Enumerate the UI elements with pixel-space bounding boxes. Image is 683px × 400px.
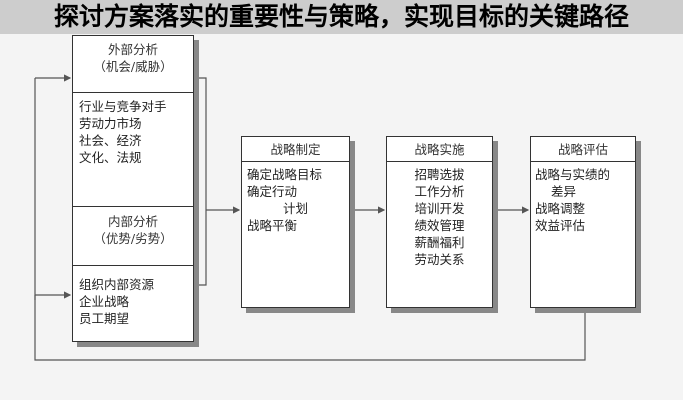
- external-internal-analysis-box: 外部分析 （机会/威胁） 行业与竞争对手 劳动力市场 社会、经济 文化、法规 内…: [72, 35, 194, 342]
- item: 战略平衡: [247, 218, 298, 233]
- item: 员工期望: [79, 311, 130, 326]
- formulation-items: 确定战略目标 确定行动 计划 战略平衡: [247, 166, 344, 234]
- implementation-items: 招聘选拔 工作分析 培训开发 绩效管理 薪酬福利 劳动关系: [387, 166, 492, 268]
- item: 战略调整: [535, 201, 586, 216]
- item: 企业战略: [79, 294, 130, 309]
- item: 战略与实绩的: [535, 167, 611, 182]
- external-items: 行业与竞争对手 劳动力市场 社会、经济 文化、法规: [79, 98, 167, 166]
- item: 差异: [551, 184, 577, 199]
- evaluation-heading: 战略评估: [531, 137, 635, 162]
- implementation-heading: 战略实施: [387, 137, 492, 162]
- evaluation-items: 战略与实绩的 差异 战略调整 效益评估: [535, 166, 633, 234]
- item: 组织内部资源: [79, 277, 155, 292]
- item: 劳动关系: [414, 252, 465, 267]
- item: 社会、经济: [79, 133, 142, 148]
- item: 招聘选拔: [414, 167, 465, 182]
- item: 确定战略目标: [247, 167, 323, 182]
- strategy-implementation-box: 战略实施 招聘选拔 工作分析 培训开发 绩效管理 薪酬福利 劳动关系: [386, 136, 493, 308]
- strategy-formulation-box: 战略制定 确定战略目标 确定行动 计划 战略平衡: [241, 136, 350, 308]
- item: 效益评估: [535, 218, 586, 233]
- external-heading: 外部分析: [107, 42, 158, 57]
- internal-sub: （优势/劣势）: [93, 231, 173, 246]
- item: 劳动力市场: [79, 116, 142, 131]
- external-analysis-header: 外部分析 （机会/威胁）: [73, 36, 193, 93]
- external-sub: （机会/威胁）: [93, 59, 173, 74]
- formulation-heading: 战略制定: [242, 137, 349, 162]
- item: 培训开发: [414, 201, 465, 216]
- item: 绩效管理: [414, 218, 465, 233]
- item: 薪酬福利: [414, 235, 465, 250]
- item: 文化、法规: [79, 150, 142, 165]
- item: 确定行动: [247, 184, 298, 199]
- item: 计划: [282, 201, 308, 216]
- item: 行业与竞争对手: [79, 99, 167, 114]
- internal-heading: 内部分析: [107, 214, 158, 229]
- item: 工作分析: [414, 184, 465, 199]
- internal-analysis-header: 内部分析 （优势/劣势）: [73, 206, 193, 266]
- title-banner: 探讨方案落实的重要性与策略，实现目标的关键路径: [0, 0, 683, 34]
- strategy-evaluation-box: 战略评估 战略与实绩的 差异 战略调整 效益评估: [530, 136, 636, 308]
- internal-items: 组织内部资源 企业战略 员工期望: [79, 276, 154, 327]
